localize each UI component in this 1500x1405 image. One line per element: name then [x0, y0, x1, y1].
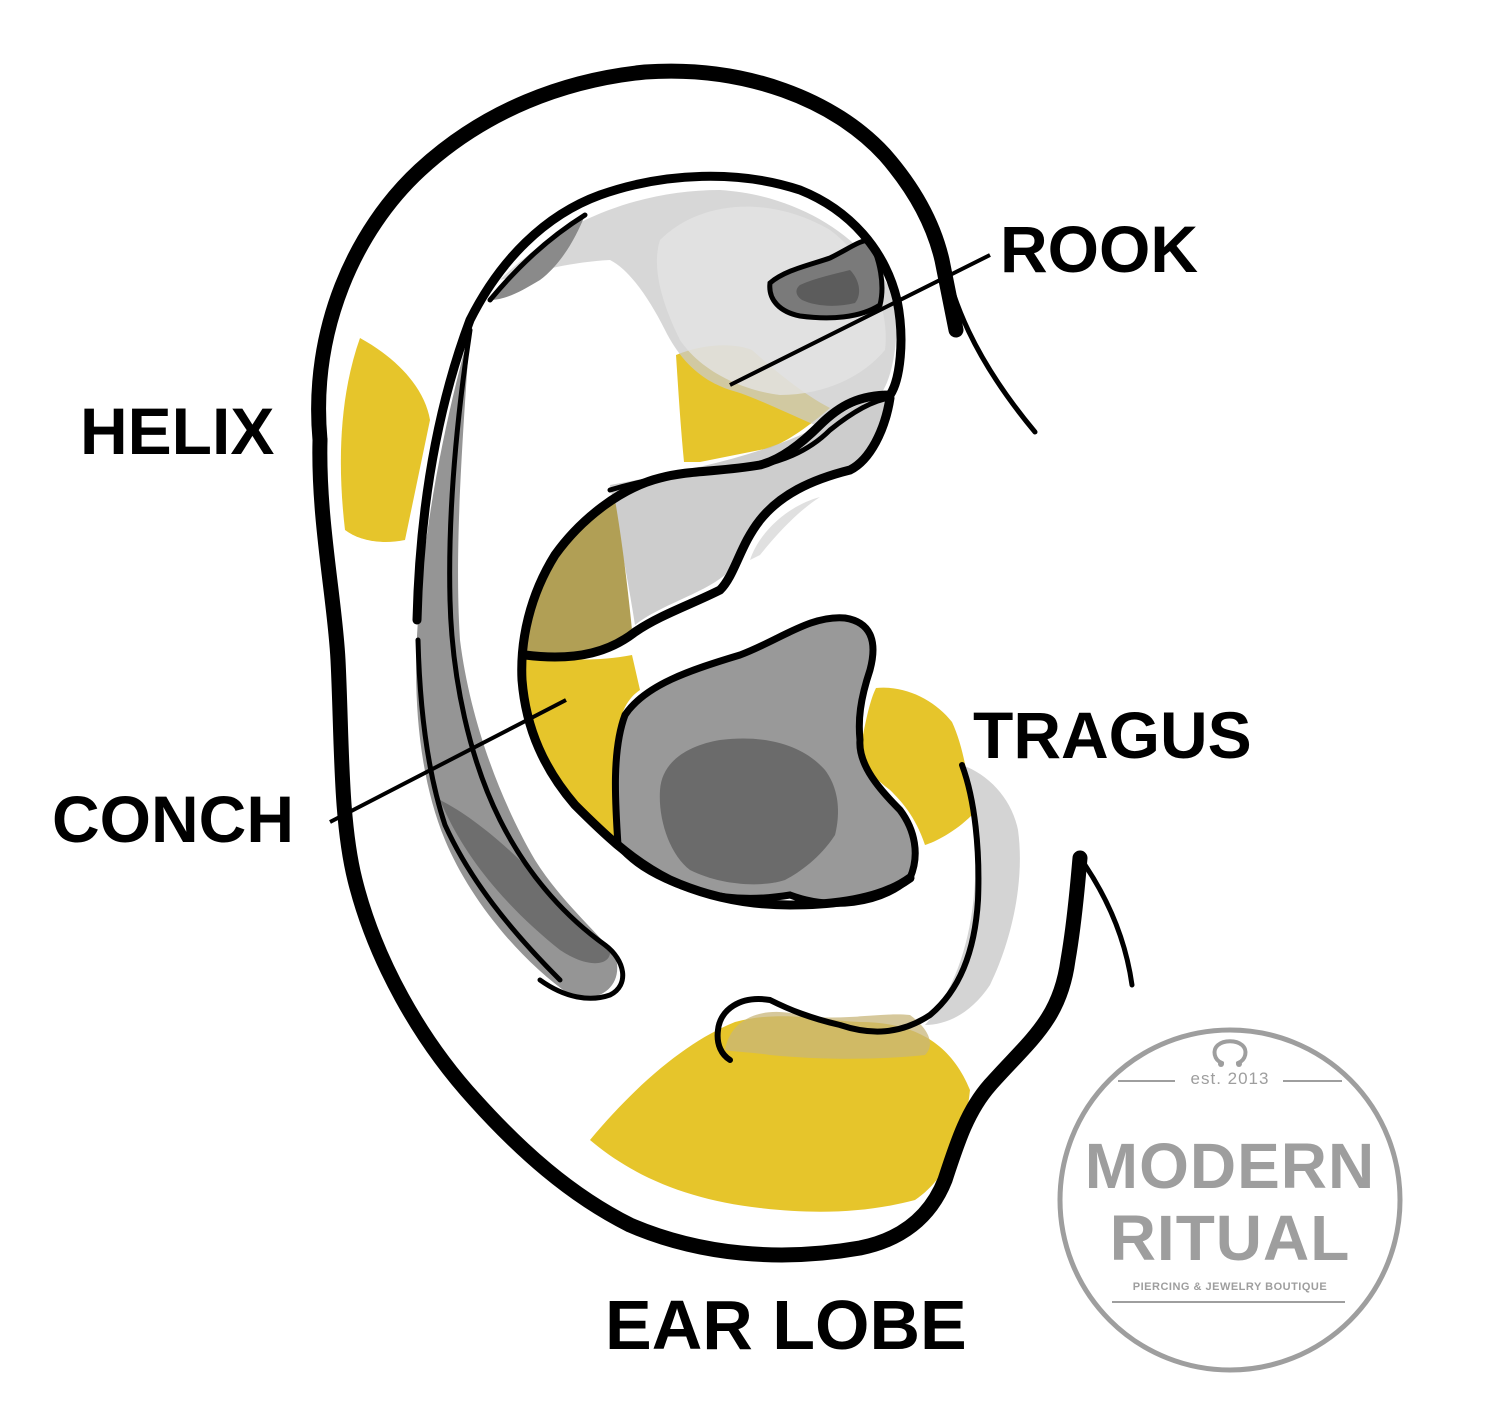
- brand-established: est. 2013: [1190, 1069, 1270, 1088]
- outer-ear-back-outline: [312, 432, 1088, 1263]
- conch-upper-shade: [525, 500, 632, 658]
- upper-rim-line: [937, 237, 1038, 435]
- crus-shade: [490, 215, 585, 300]
- conch-label: CONCH: [52, 782, 294, 856]
- ear-canal-inner: [659, 738, 838, 885]
- helix-inner-curve: [415, 637, 563, 983]
- helix-label: HELIX: [80, 394, 275, 468]
- horseshoe-bead-right: [1236, 1061, 1242, 1067]
- antihelix-shade: [610, 398, 890, 625]
- conch-pointer: [329, 698, 567, 824]
- antihelix-shadow: [750, 497, 820, 560]
- rook-fold-inner: [796, 270, 860, 306]
- brand-seal-ring: [1057, 1027, 1403, 1373]
- lobe-fold-shade: [725, 1011, 930, 1059]
- ear-lobe-zone: [590, 1016, 970, 1212]
- ear-lobe-label: EAR LOBE: [605, 1286, 967, 1364]
- rook-label: ROOK: [1000, 212, 1198, 286]
- antihelix-outline: [607, 395, 893, 493]
- tragus-outline: [714, 762, 982, 1063]
- brand-name-line2: RITUAL: [1109, 1202, 1351, 1274]
- crus-upper-outline: [487, 212, 588, 303]
- brand-tagline: PIERCING & JEWELRY BOUTIQUE: [1132, 1281, 1328, 1293]
- helix-rim-dark: [440, 800, 611, 964]
- tragus-shadow: [925, 765, 1020, 1025]
- lower-rim-line: [1082, 862, 1135, 988]
- conch-zone: [523, 655, 640, 840]
- tragus-label: TRAGUS: [973, 698, 1252, 772]
- rook-pointer: [729, 253, 991, 387]
- outer-ear-outline: [311, 63, 964, 448]
- horseshoe-ring-icon: [1212, 1039, 1248, 1065]
- brand-name-line1: MODERN: [1084, 1130, 1376, 1202]
- crus-outline: [447, 327, 626, 1001]
- helix-zone: [340, 338, 430, 542]
- antihelix-inner-outline: [520, 393, 895, 662]
- tragus-zone: [861, 687, 972, 845]
- horseshoe-bead-left: [1218, 1061, 1224, 1067]
